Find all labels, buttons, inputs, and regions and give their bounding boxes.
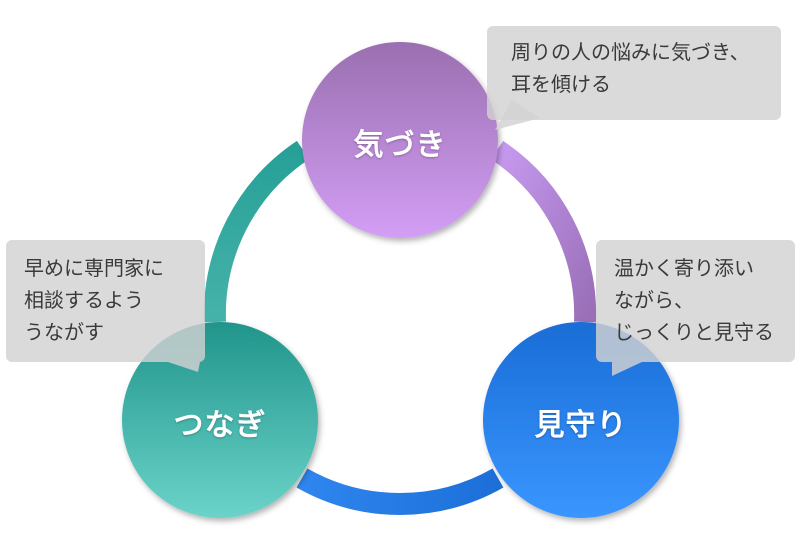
callout-connecting-tail <box>168 362 200 372</box>
callout-connecting: 早めに専門家に 相談するよう うながす <box>6 240 205 362</box>
callout-awareness-line: 耳を傾ける <box>511 72 611 96</box>
node-awareness-label: 気づき <box>353 128 447 163</box>
callout-awareness-line: 周りの人の悩みに気づき、 <box>511 40 750 64</box>
arc-connecting-to-awareness <box>203 140 310 323</box>
node-watching-label: 見守り <box>534 408 628 443</box>
callout-watching-line: ながら、 <box>614 288 694 312</box>
callout-connecting-line: うながす <box>24 320 104 344</box>
node-awareness-circle <box>302 42 498 238</box>
callout-awareness: 周りの人の悩みに気づき、 耳を傾ける <box>487 26 781 120</box>
callout-watching-tail <box>612 362 642 376</box>
node-connecting-circle <box>122 322 318 518</box>
callout-connecting-line: 早めに専門家に <box>24 256 164 280</box>
node-connecting-label: つなぎ <box>173 408 267 443</box>
node-watching-circle <box>483 322 679 518</box>
arc-awareness-to-watching <box>490 140 597 323</box>
callout-watching-line: じっくりと見守る <box>614 320 774 344</box>
callout-watching: 温かく寄り添い ながら、 じっくりと見守る <box>596 240 795 362</box>
arc-watching-to-connecting <box>296 468 504 515</box>
callout-watching-line: 温かく寄り添い <box>614 256 754 280</box>
callout-connecting-line: 相談するよう <box>24 288 144 312</box>
